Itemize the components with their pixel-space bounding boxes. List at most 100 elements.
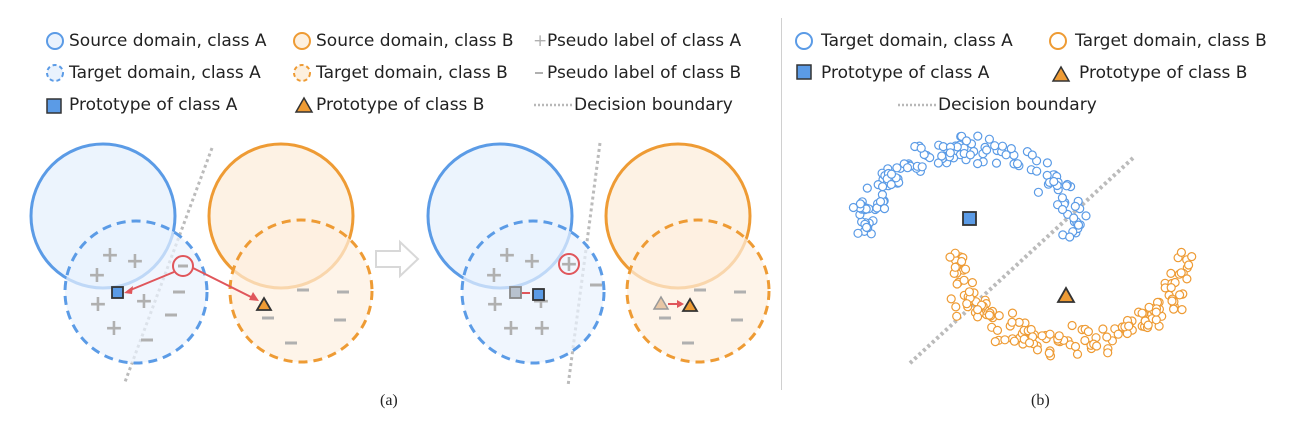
prototype-b: [681, 297, 699, 312]
legend-proto-b: Prototype of class B: [316, 95, 485, 115]
target-a-point: [848, 202, 859, 213]
target-a-point: [1069, 213, 1079, 223]
target-b-point: [1177, 305, 1187, 315]
target-a-point: [961, 136, 972, 146]
legend-target-a: Target domain, class A: [821, 31, 1013, 51]
target-b-point: [952, 311, 962, 321]
target-b-point: [1098, 324, 1108, 334]
target-b-legend-icon: [293, 64, 311, 82]
target-b-point: [1072, 349, 1083, 359]
target-a-point: [1027, 150, 1037, 160]
arrowhead: [677, 300, 684, 308]
source-a-legend-icon: [46, 32, 64, 50]
corrected-highlight-circle: [558, 253, 580, 275]
target-b-point: [1168, 304, 1179, 314]
target-a-point: [1032, 166, 1042, 176]
target-a-point: [1065, 232, 1075, 242]
target-a-point: [984, 134, 995, 144]
target-a-point: [1061, 181, 1072, 191]
decision-boundary: [906, 156, 1135, 367]
target-b-legend-icon: [1049, 32, 1067, 50]
target-b-point: [1045, 329, 1055, 339]
target-b-point: [1080, 335, 1090, 346]
target-b-point: [945, 252, 955, 262]
target-b-point: [1007, 317, 1017, 327]
arrowhead: [249, 292, 259, 301]
legend-pseudo-a: Pseudo label of class A: [547, 31, 742, 51]
target-b-point: [1176, 247, 1187, 257]
prototype-a: [532, 288, 545, 301]
target-a-point: [1073, 220, 1084, 230]
target-b-point: [1054, 331, 1064, 341]
target-a-point: [1057, 204, 1068, 215]
target-b-point: [1044, 348, 1054, 358]
prototype-a: [962, 211, 977, 226]
target-b-point: [1026, 324, 1036, 335]
target-a-point: [879, 204, 890, 214]
target-b-point: [1176, 268, 1186, 278]
arrowhead: [124, 286, 133, 294]
target-b-point: [1083, 327, 1094, 337]
target-a-point: [945, 148, 955, 158]
target-a-point: [877, 182, 888, 192]
target-b-point: [1103, 348, 1113, 358]
target-b-point: [1091, 341, 1102, 351]
legend-boundary: Decision boundary: [574, 95, 733, 115]
target-a-point: [1057, 193, 1068, 203]
target-b-point: [959, 275, 969, 285]
target-a-point: [855, 199, 866, 209]
target-a-point: [1012, 159, 1023, 169]
target-a-legend-icon: [46, 64, 64, 82]
legend-proto-a: Prototype of class A: [69, 95, 238, 115]
target-b-point: [984, 310, 995, 320]
pseudo-plus: +: [486, 292, 504, 317]
target-b-point: [1032, 345, 1043, 355]
target-a-point: [861, 222, 872, 232]
target-b-point: [1070, 341, 1081, 352]
target-b-point: [950, 262, 960, 272]
pseudo-plus: +: [89, 292, 107, 317]
target-domain-a-circle: [63, 219, 209, 365]
target-b-point: [1037, 331, 1047, 341]
target-b-point: [994, 311, 1004, 321]
target-a-point: [972, 159, 983, 169]
pseudo-label-plus-group: + + + + + +: [88, 243, 153, 341]
target-b-point: [972, 305, 983, 315]
target-a-point: [862, 183, 872, 193]
legend-proto-b: Prototype of class B: [1079, 63, 1248, 83]
proto-a-legend-icon: [796, 64, 812, 80]
target-b-point: [946, 294, 956, 304]
pull-arrow-to-a: [127, 271, 175, 292]
legend-markers-a: +: [46, 31, 572, 114]
proto-b-legend-icon: [294, 96, 314, 113]
pseudo-a-legend-icon: +: [533, 31, 547, 51]
target-b-point: [962, 299, 972, 309]
target-a-point: [1081, 211, 1091, 221]
pseudo-plus: +: [485, 263, 503, 288]
target-a-point: [853, 228, 863, 238]
pseudo-label-minus-group: [590, 283, 746, 345]
diagram-a-after: + + + + + + + +: [426, 142, 771, 387]
target-b-point: [1009, 336, 1020, 346]
target-b-point: [1007, 308, 1018, 318]
mislabeled-highlight-circle: [172, 255, 194, 277]
target-b-point: [967, 278, 978, 288]
target-b-point: [951, 302, 961, 312]
legend-target-b: Target domain, class B: [1075, 31, 1267, 51]
target-a-point: [997, 141, 1008, 151]
caption-a: (a): [380, 392, 398, 409]
target-b-point: [992, 325, 1003, 335]
scatter-plot-b: [848, 131, 1197, 361]
target-b-point: [990, 337, 1000, 347]
prototype-b: [1056, 286, 1076, 303]
target-a-point: [965, 150, 976, 160]
pseudo-plus: +: [101, 243, 119, 268]
source-b-legend-icon: [293, 32, 311, 50]
pseudo-plus: +: [498, 243, 516, 268]
target-b-point: [1024, 338, 1035, 348]
pseudo-label-minus-group: [141, 288, 349, 345]
target-a-point: [991, 158, 1002, 168]
target-a-point: [1033, 187, 1044, 197]
proto-b-legend-icon: [1051, 65, 1071, 82]
